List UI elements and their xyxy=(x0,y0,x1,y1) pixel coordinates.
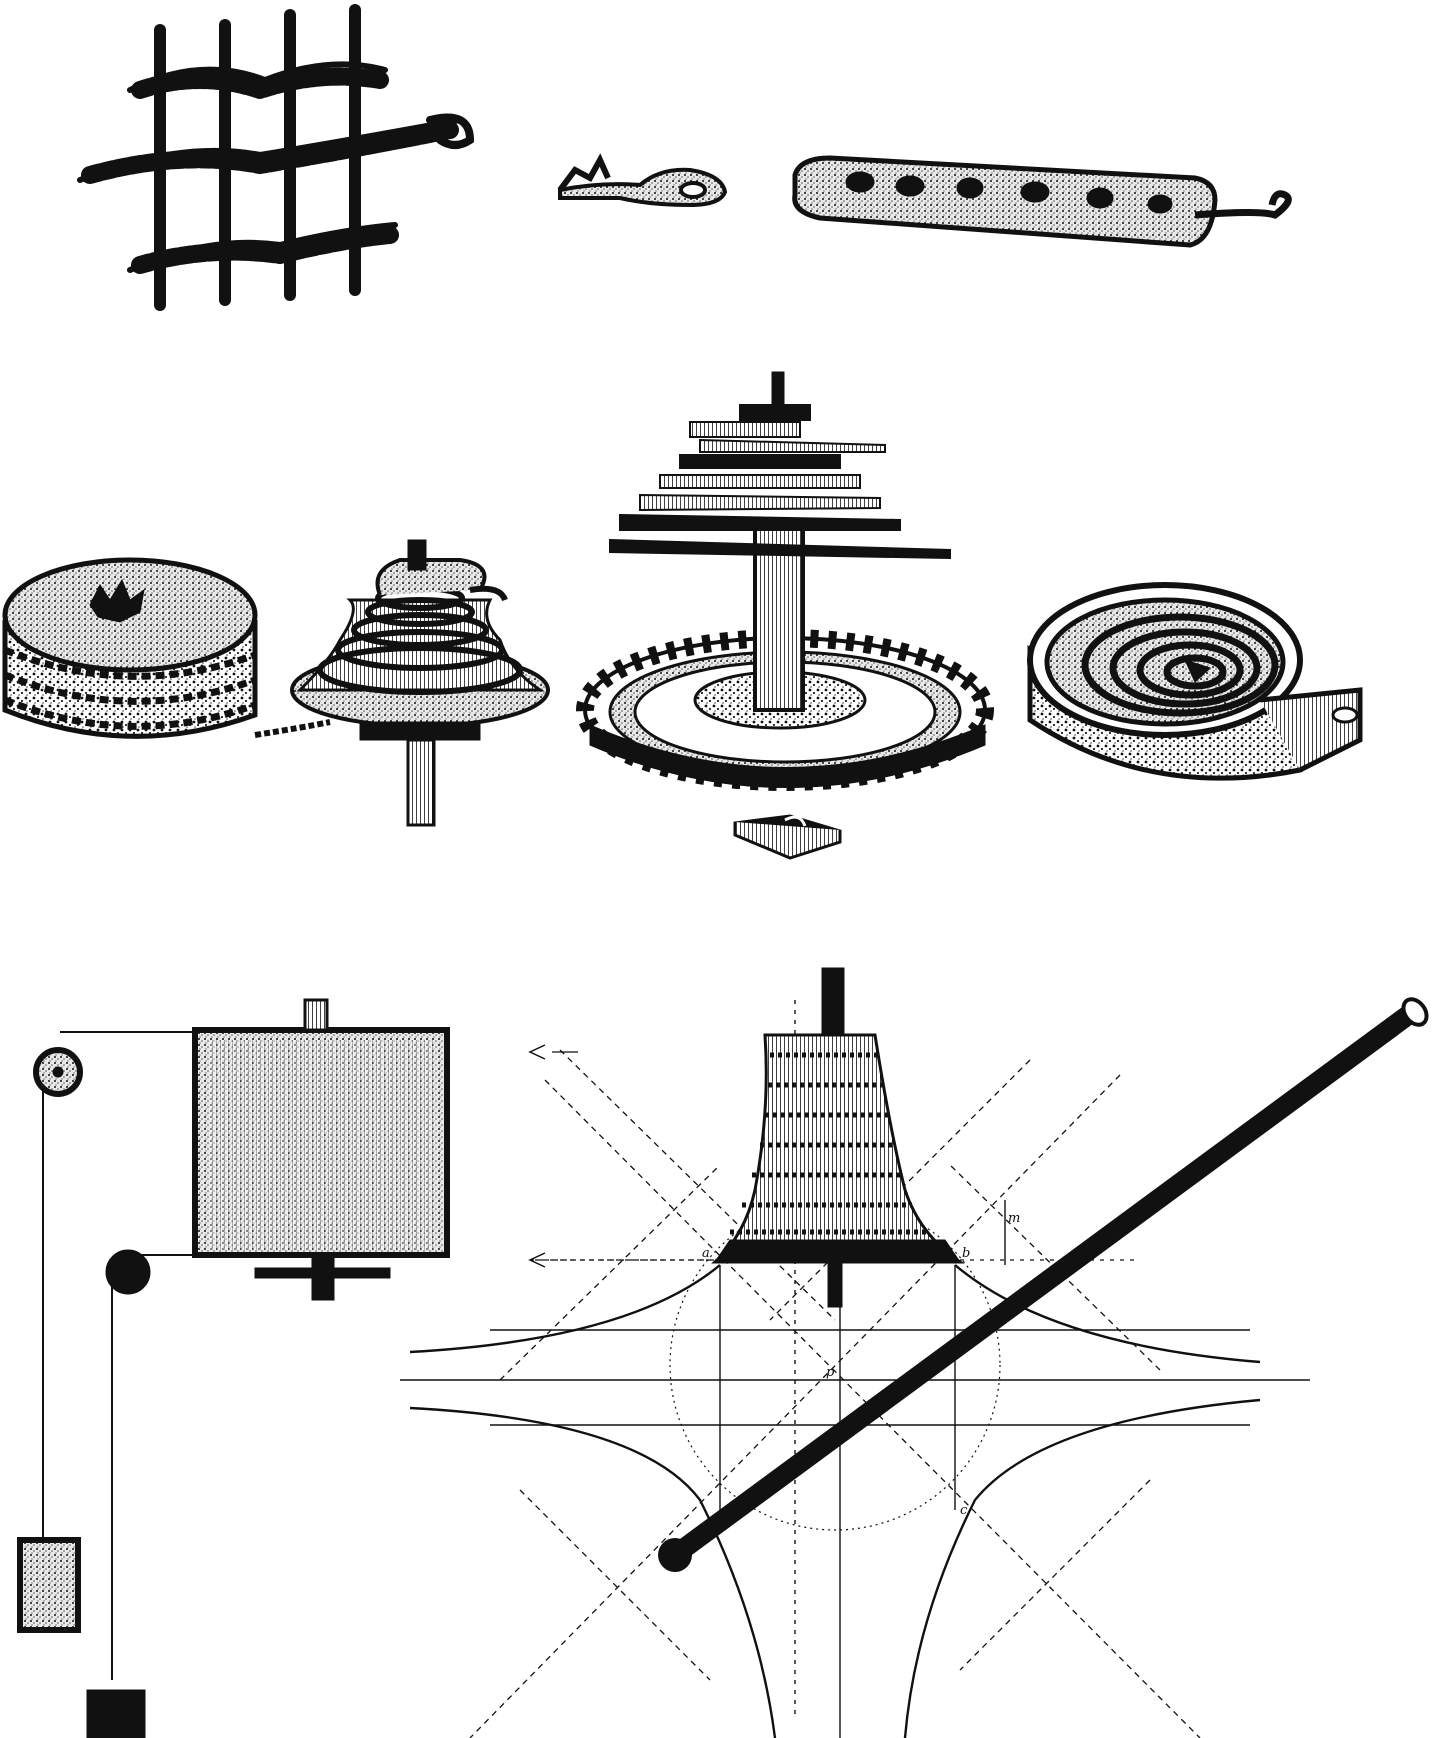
point-label-a: a xyxy=(702,1246,710,1261)
woven-fusee-chain-figure xyxy=(77,4,475,311)
point-label-p: p xyxy=(826,1365,835,1380)
stacked-fusee-figure xyxy=(576,371,994,860)
weighted-drum-figure xyxy=(17,998,450,1738)
chain-links-figure xyxy=(792,155,1292,248)
point-label-m: m xyxy=(1008,1211,1020,1226)
fusee-hyperbola-diagram: a b c p m xyxy=(400,967,1429,1738)
mainspring-ring-figure xyxy=(1027,582,1363,781)
chain-hook-figure xyxy=(557,153,728,208)
point-label-b: b xyxy=(962,1246,970,1261)
point-label-c: c xyxy=(960,1503,968,1518)
barrel-and-fusee-figure xyxy=(2,539,550,827)
